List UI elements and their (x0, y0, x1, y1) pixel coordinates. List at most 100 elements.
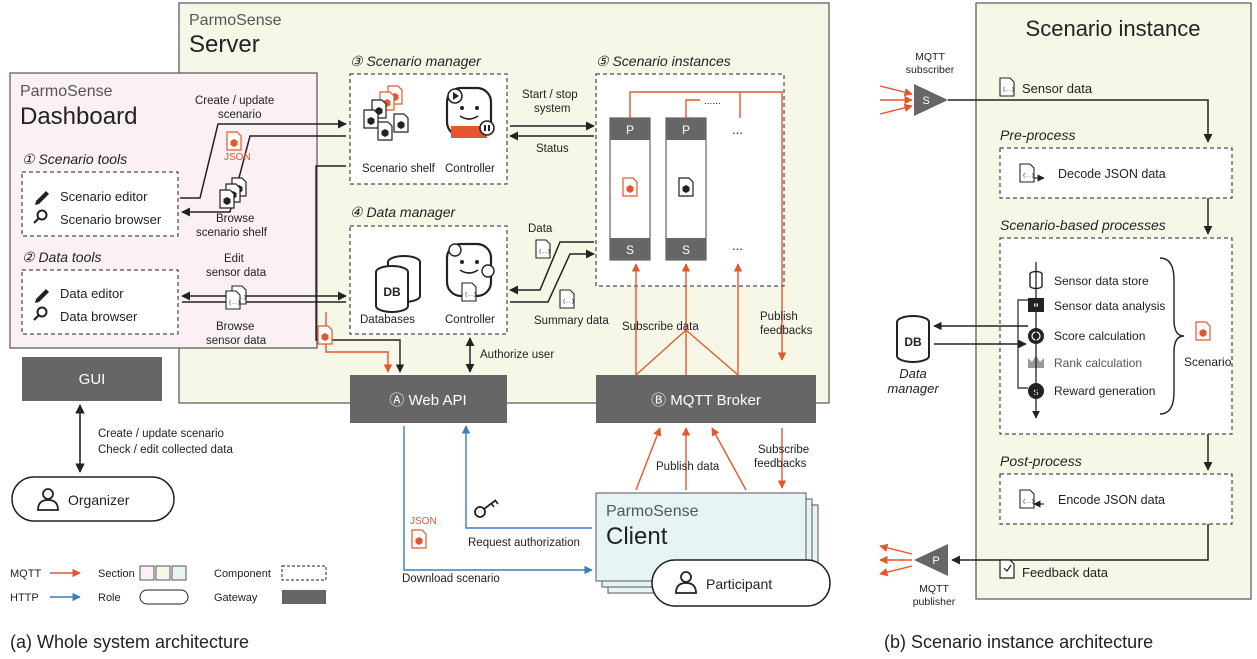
key-icon (474, 499, 499, 518)
controller-icon (445, 86, 495, 138)
svg-text:MQTT: MQTT (10, 568, 41, 580)
scenario-file-icon (1195, 321, 1211, 341)
data-controller-label: Controller (445, 314, 495, 326)
dashboard-brand: ParmoSense (20, 83, 113, 100)
svg-text:S: S (922, 95, 929, 107)
svg-text:MQTT: MQTT (919, 583, 949, 595)
svg-text:S: S (682, 243, 690, 257)
sensor-data-label: Sensor data (1022, 81, 1093, 96)
sensor-analysis-label: Sensor data analysis (1054, 299, 1165, 313)
browse-shelf-label-1: Browse (216, 213, 254, 225)
data-manager: ④ Data manager DB Databases Controller (349, 204, 508, 335)
gui-gateway[interactable]: GUI (22, 357, 162, 401)
mqtt-broker-label: Ⓑ MQTT Broker (651, 392, 761, 409)
legend: MQTT HTTP Section Role Component Gateway (10, 565, 327, 605)
svg-text:Role: Role (98, 592, 121, 604)
create-update-label-2: scenario (218, 109, 261, 121)
preprocess-heading: Pre-process (1000, 127, 1075, 143)
web-api-label: Ⓐ Web API (389, 392, 466, 409)
json-label-2: JSON (410, 516, 437, 527)
caption-b: (b) Scenario instance architecture (884, 632, 1153, 652)
subscribe-feedbacks-label-2: feedbacks (754, 458, 807, 470)
dashboard-title: Dashboard (20, 103, 137, 130)
data-browser-item[interactable]: Data browser (60, 309, 138, 324)
client-title: Client (606, 523, 668, 550)
authorize-user-label: Authorize user (480, 349, 554, 361)
web-api-gateway[interactable]: Ⓐ Web API (350, 375, 507, 423)
database-icon: DB (375, 255, 421, 313)
svg-text:MQTT: MQTT (915, 51, 945, 63)
dashboard-section: ParmoSense Dashboard ① Scenario tools Sc… (9, 72, 318, 349)
svg-text:...: ... (732, 122, 743, 137)
caption-a: (a) Whole system architecture (10, 632, 249, 652)
start-stop-label-1: Start / stop (522, 89, 578, 101)
databases-label: Databases (360, 314, 415, 326)
rank-label: Rank calculation (1054, 356, 1142, 370)
svg-text:subscriber: subscriber (906, 64, 955, 76)
svg-text:Gateway: Gateway (214, 592, 258, 604)
decode-label: Decode JSON data (1058, 167, 1166, 181)
postprocess-heading: Post-process (1000, 453, 1082, 469)
organizer-role[interactable]: Organizer (11, 476, 175, 522)
svg-text:DB: DB (383, 285, 401, 299)
mqtt-subscriber: S (914, 84, 948, 116)
person-icon (675, 571, 697, 594)
feedback-data-label: Feedback data (1022, 565, 1109, 580)
scenario-label: Scenario (1184, 355, 1232, 369)
svg-text:S: S (626, 243, 634, 257)
summary-data-label: Summary data (534, 315, 609, 327)
svg-text:Section: Section (98, 568, 135, 580)
scenario-shelf-label: Scenario shelf (362, 163, 436, 175)
scenario-tools-heading: ① Scenario tools (22, 151, 127, 167)
data-editor-item[interactable]: Data editor (60, 286, 124, 301)
data-file-icon (535, 239, 552, 259)
create-update-label-1: Create / update (195, 95, 274, 107)
browse-shelf-label-2: scenario shelf (196, 227, 268, 239)
mqtt-publisher: P (914, 544, 948, 576)
start-stop-label-2: system (534, 103, 570, 115)
svg-text:...: ... (732, 238, 743, 253)
request-authorization-label: Request authorization (468, 537, 580, 549)
svg-text:publisher: publisher (913, 596, 956, 608)
scenario-instances: ⑤ Scenario instances P S P S ... ... ...… (595, 53, 787, 361)
sensor-data-file-icon (999, 77, 1016, 97)
participant-label: Participant (706, 576, 772, 592)
search-icon (33, 209, 48, 224)
publish-feedbacks-label-1: Publish (760, 311, 798, 323)
scenario-file-icon (317, 325, 333, 345)
publish-data-label: Publish data (656, 461, 720, 473)
data-tools-box (21, 269, 179, 335)
decode-icon (1019, 163, 1045, 183)
scenario-file-icon (226, 131, 242, 151)
scenario-instances-title: ⑤ Scenario instances (596, 53, 731, 69)
scenario-manager: ③ Scenario manager Scenario shelf Contro… (349, 53, 508, 185)
gui-organizer-label-2: Check / edit collected data (98, 444, 233, 456)
edit-sensor-label-2: sensor data (206, 267, 267, 279)
participant-role[interactable]: Participant (651, 559, 831, 607)
scenario-manager-title: ③ Scenario manager (350, 53, 482, 69)
person-icon (37, 488, 59, 511)
encode-label: Encode JSON data (1058, 493, 1165, 507)
svg-text:P: P (932, 555, 939, 567)
mqtt-broker-gateway[interactable]: Ⓑ MQTT Broker (596, 375, 816, 423)
pencil-icon (35, 289, 49, 303)
scenario-controller-label: Controller (445, 163, 495, 175)
subscribe-data-label: Subscribe data (622, 321, 699, 333)
encode-icon (1019, 489, 1044, 509)
organizer-label: Organizer (68, 492, 130, 508)
svg-text:DB: DB (904, 335, 922, 349)
server-brand: ParmoSense (189, 12, 282, 29)
scenario-browser-item[interactable]: Scenario browser (60, 212, 162, 227)
edit-sensor-label-1: Edit (224, 253, 245, 265)
instance-title: Scenario instance (1026, 16, 1201, 41)
preprocess-box (999, 147, 1233, 199)
reward-label: Reward generation (1054, 384, 1155, 398)
data-label: Data (528, 223, 553, 235)
subscribe-feedbacks-label-1: Subscribe (758, 444, 809, 456)
svg-text:P: P (626, 123, 634, 137)
data-manager-label-1: Data (899, 366, 926, 381)
scenario-editor-item[interactable]: Scenario editor (60, 189, 148, 204)
feedback-file-icon (999, 559, 1015, 579)
browse-sensor-label-2: sensor data (206, 335, 267, 347)
